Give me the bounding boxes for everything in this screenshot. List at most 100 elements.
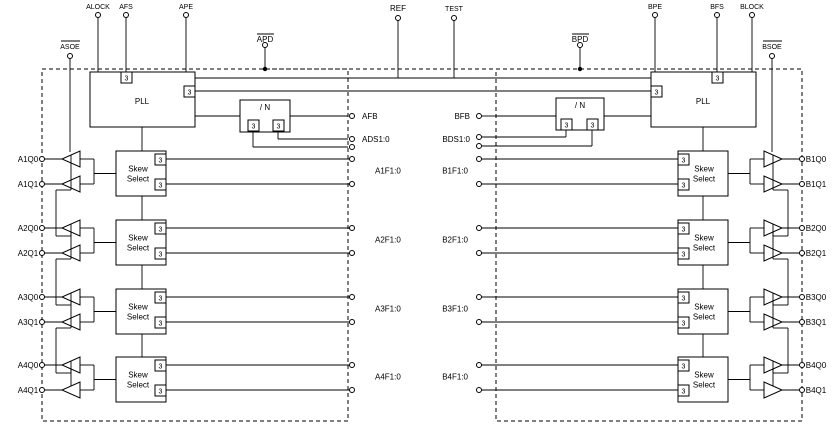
a-output-label-4: A2Q1	[18, 249, 39, 258]
b-skew-label-top-4: Skew	[694, 371, 714, 380]
a-freq-select-value-4-1: 3	[159, 389, 163, 396]
test-pin	[451, 15, 457, 21]
divider-b-label: / N	[575, 101, 585, 110]
b-output-label-1: B1Q0	[806, 155, 827, 164]
pll-a-ref-value: 3	[188, 90, 192, 97]
divider-a-sel0-value: 3	[252, 124, 256, 131]
ape-pin	[183, 12, 189, 18]
a-freq-label-3: A3F1:0	[375, 305, 401, 314]
a-freq-pin-1-1	[349, 181, 355, 187]
b-freq-select-value-3-0: 3	[682, 296, 686, 303]
b-freq-select-value-2-0: 3	[682, 227, 686, 234]
a-skew-label-bottom-1: Select	[127, 175, 150, 184]
afs-pin	[123, 12, 129, 18]
pll-a-ref-select	[183, 85, 196, 98]
a-freq-pin-3-0	[349, 294, 355, 300]
asoe-label: ASOE	[60, 44, 80, 51]
block-label: BLOCK	[740, 4, 764, 11]
b-output-label-6: B3Q1	[806, 318, 827, 327]
a-output-label-6: A3Q1	[18, 318, 39, 327]
a-freq-select-1-0	[154, 153, 167, 166]
afb-label: AFB	[362, 112, 378, 121]
ape-label: APE	[179, 4, 193, 11]
a-freq-select-value-3-1: 3	[159, 321, 163, 328]
pll-b-block	[650, 71, 757, 128]
a-output-pin-1	[39, 156, 45, 162]
b-freq-select-1-0	[677, 153, 690, 166]
bpd-pin	[577, 42, 583, 48]
a-freq-pin-2-1	[349, 250, 355, 256]
b-freq-select-2-1	[677, 247, 690, 260]
a-freq-label-4: A4F1:0	[375, 373, 401, 382]
top-pin-lines	[97, 17, 753, 78]
bds-pin-1	[476, 134, 482, 140]
asoe-pin	[67, 53, 73, 59]
pll-a-label: PLL	[135, 97, 150, 106]
a-output-pin-2	[39, 181, 45, 187]
b-skew-label-bottom-3: Select	[693, 313, 716, 322]
a-freq-select-value-4-0: 3	[159, 364, 163, 371]
afb-pin	[349, 113, 355, 119]
a-output-pin-3	[39, 225, 45, 231]
b-freq-pin-2-0	[476, 225, 482, 231]
b-output-label-7: B4Q0	[806, 361, 827, 370]
a-output-pin-5	[39, 294, 45, 300]
a-freq-select-value-2-1: 3	[159, 252, 163, 259]
a-freq-select-4-1	[154, 384, 167, 397]
pll-b-fs-select	[711, 71, 724, 84]
a-freq-select-1-1	[154, 178, 167, 191]
bfs-label: BFS	[710, 4, 724, 11]
a-skew-label-top-1: Skew	[128, 165, 148, 174]
divider-a-sel0	[247, 119, 260, 132]
divider-b-sel1-value: 3	[591, 123, 595, 130]
b-freq-select-value-2-1: 3	[682, 252, 686, 259]
b-freq-label-4: B4F1:0	[442, 373, 468, 382]
b-output-pin-5	[799, 294, 805, 300]
divider-a-sel1	[272, 119, 285, 132]
a-freq-select-3-0	[154, 291, 167, 304]
b-skew-label-top-2: Skew	[694, 234, 714, 243]
b-freq-select-value-1-1: 3	[682, 183, 686, 190]
a-freq-select-value-1-1: 3	[159, 183, 163, 190]
a-freq-label-1: A1F1:0	[375, 167, 401, 176]
b-skew-label-bottom-4: Select	[693, 381, 716, 390]
bpe-pin	[652, 12, 658, 18]
divider-a-label: / N	[260, 103, 270, 112]
b-freq-pin-1-0	[476, 156, 482, 162]
alock-pin	[95, 12, 101, 18]
b-output-label-3: B2Q0	[806, 224, 827, 233]
a-output-pin-4	[39, 250, 45, 256]
a-output-pin-6	[39, 319, 45, 325]
a-output-label-2: A1Q1	[18, 180, 39, 189]
a-side-outputs: SkewSelect33A1F1:0A1Q0A1Q1SkewSelect33A2…	[18, 150, 401, 403]
b-freq-label-3: B3F1:0	[442, 305, 468, 314]
b-freq-pin-2-1	[476, 250, 482, 256]
divider-b-sel1	[586, 118, 599, 131]
test-label: TEST	[445, 6, 464, 13]
b-freq-select-3-1	[677, 316, 690, 329]
a-output-label-8: A4Q1	[18, 386, 39, 395]
bds-pin-0	[476, 143, 482, 149]
a-freq-select-4-0	[154, 359, 167, 372]
a-skew-label-top-3: Skew	[128, 303, 148, 312]
bpd-label: BPD	[572, 35, 589, 44]
block-pin	[749, 12, 755, 18]
alock-label: ALOCK	[86, 4, 110, 11]
bfb-pin	[476, 113, 482, 119]
a-skew-label-bottom-3: Select	[127, 313, 150, 322]
b-output-pin-2	[799, 181, 805, 187]
b-output-label-4: B2Q1	[806, 249, 827, 258]
bfb-label: BFB	[454, 112, 470, 121]
a-freq-pin-4-1	[349, 387, 355, 393]
b-freq-select-2-0	[677, 222, 690, 235]
ref-pin	[395, 15, 401, 21]
b-output-label-5: B3Q0	[806, 293, 827, 302]
a-freq-pin-3-1	[349, 319, 355, 325]
pll-a-fs-value: 3	[125, 76, 129, 83]
b-side-outputs: SkewSelect33B1F1:0B1Q0B1Q1SkewSelect33B2…	[442, 150, 827, 403]
b-output-pin-6	[799, 319, 805, 325]
b-freq-pin-3-0	[476, 294, 482, 300]
a-skew-label-top-2: Skew	[128, 234, 148, 243]
bpe-label: BPE	[648, 4, 662, 11]
a-output-pin-8	[39, 387, 45, 393]
